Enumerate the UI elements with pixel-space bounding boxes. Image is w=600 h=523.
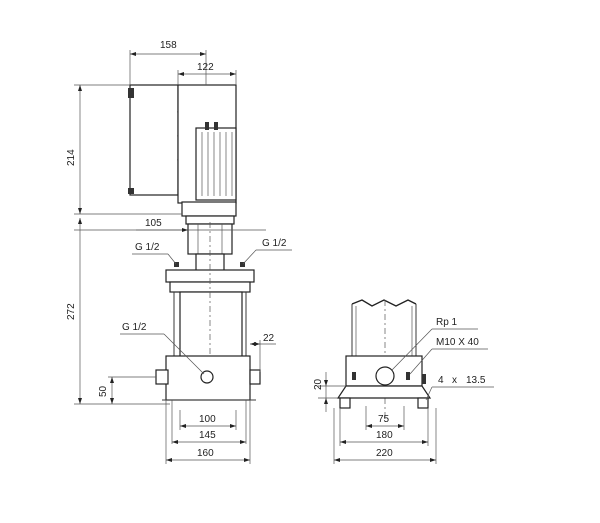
label-g12-right: G 1/2 xyxy=(262,238,287,249)
dim-214: 214 xyxy=(66,149,77,166)
dim-50: 50 xyxy=(98,385,109,397)
side-view xyxy=(336,299,432,418)
label-g12-mid: G 1/2 xyxy=(122,322,147,333)
dim-272: 272 xyxy=(66,303,77,320)
dim-180: 180 xyxy=(376,430,393,441)
label-m10x40: M10 X 40 xyxy=(436,337,479,348)
label-g12-left: G 1/2 xyxy=(135,242,160,253)
side-callouts: Rp 1 M10 X 40 4 x 13.5 xyxy=(391,317,494,401)
label-holes-size: 13.5 xyxy=(466,375,486,386)
label-holes-count: 4 xyxy=(438,375,444,386)
pump-body xyxy=(155,222,261,410)
dim-20: 20 xyxy=(313,378,324,390)
front-callouts: G 1/2 G 1/2 G 1/2 xyxy=(120,238,292,375)
label-rp1: Rp 1 xyxy=(436,317,458,328)
dim-220: 220 xyxy=(376,448,393,459)
dim-75: 75 xyxy=(378,414,390,425)
dim-105: 105 xyxy=(145,218,162,229)
dim-145: 145 xyxy=(199,430,216,441)
label-holes-x: x xyxy=(452,375,457,386)
dim-158: 158 xyxy=(160,40,177,51)
side-dimensions: 20 75 180 220 xyxy=(313,372,437,464)
front-dimensions: 158 122 214 105 272 50 xyxy=(66,40,276,464)
dim-122: 122 xyxy=(197,62,214,73)
dim-100: 100 xyxy=(199,414,216,425)
dim-22: 22 xyxy=(263,333,275,344)
motor-assembly xyxy=(128,84,237,273)
dim-160: 160 xyxy=(197,448,214,459)
